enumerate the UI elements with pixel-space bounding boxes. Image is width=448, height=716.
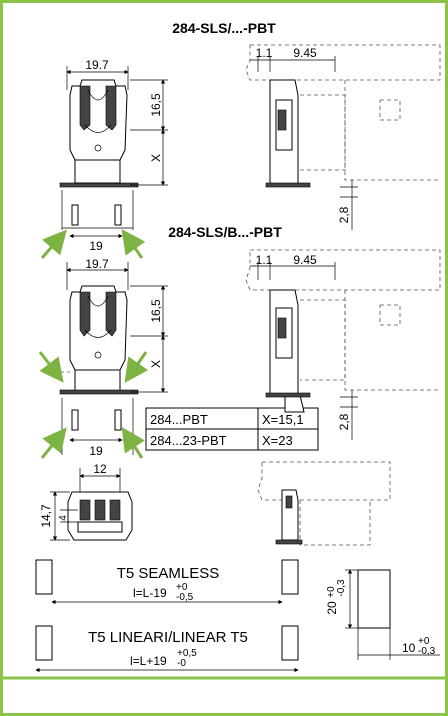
dim-top-side-h: 2,8 [337, 206, 351, 223]
variant-table: 284...PBT X=15,1 284...23-PBT X=23 [145, 407, 319, 451]
table-cell: 284...PBT [150, 412, 208, 427]
formula-linear: l=L+19 [130, 654, 167, 668]
dim-lamp-h-tol-dn: -0,3 [336, 579, 347, 597]
table-cell: X=15,1 [262, 412, 304, 427]
lamp-linear: T5 LINEARI/LINEAR T5 l=L+19 +0,5 -0 [35, 625, 299, 673]
tol-seamless-dn: -0,5 [176, 592, 194, 603]
dim-mid-x: X [149, 360, 163, 368]
dim-mid-height: 16,5 [149, 299, 163, 323]
dim-bottom-small: 4 [58, 515, 69, 521]
dim-top-side-a: 1.1 [256, 46, 273, 60]
dim-lamp-w-tol-dn: -0,3 [418, 646, 436, 657]
dim-bottom-width: 12 [93, 462, 107, 476]
middle-side-view: 1.1 9.45 2,8 [245, 249, 441, 440]
dim-lamp-h-tol-up: +0 [326, 586, 337, 598]
middle-front-view: 19.7 16,5 X 19 [38, 257, 168, 459]
table-cell: 284...23-PBT [150, 433, 227, 448]
dim-top-side-b: 9.45 [293, 46, 317, 60]
lamp-section: 20 +0 -0,3 10 +0 -0,3 [325, 569, 440, 660]
dim-mid-side-a: 1.1 [256, 253, 273, 267]
tol-linear-dn: -0 [177, 658, 186, 669]
title-middle: 284-SLS/B...-PBT [168, 224, 282, 240]
tol-seamless-up: +0 [176, 582, 188, 593]
bottom-side-view [257, 461, 391, 546]
dim-top-width: 19.7 [85, 58, 109, 72]
dim-bottom-height: 14,7 [39, 504, 53, 528]
lamp-seamless: T5 SEAMLESS l=L-19 +0 -0,5 [35, 559, 299, 605]
dim-top-height: 16,5 [149, 93, 163, 117]
tol-linear-up: +0,5 [177, 648, 197, 659]
bottom-front-view: 12 14,7 4 [39, 462, 133, 541]
dim-top-x: X [149, 154, 163, 162]
formula-seamless: l=L-19 [133, 586, 167, 600]
dim-lamp-h: 20 [325, 601, 339, 615]
dim-mid-side-b: 9.45 [293, 253, 317, 267]
dim-mid-side-h: 2,8 [337, 413, 351, 430]
top-side-view: 1.1 9.45 2,8 [245, 44, 441, 230]
dim-top-base: 19 [89, 239, 103, 253]
top-front-view: 19.7 16,5 X 19 [40, 58, 168, 259]
dim-mid-base: 19 [89, 444, 103, 458]
dim-lamp-w-tol-up: +0 [418, 636, 430, 647]
title-top: 284-SLS/...-PBT [172, 20, 276, 36]
label-seamless: T5 SEAMLESS [117, 565, 220, 582]
table-cell: X=23 [262, 433, 293, 448]
dim-lamp-w: 10 [402, 641, 416, 655]
dim-mid-width: 19.7 [85, 257, 109, 271]
label-linear: T5 LINEARI/LINEAR T5 [88, 629, 248, 646]
